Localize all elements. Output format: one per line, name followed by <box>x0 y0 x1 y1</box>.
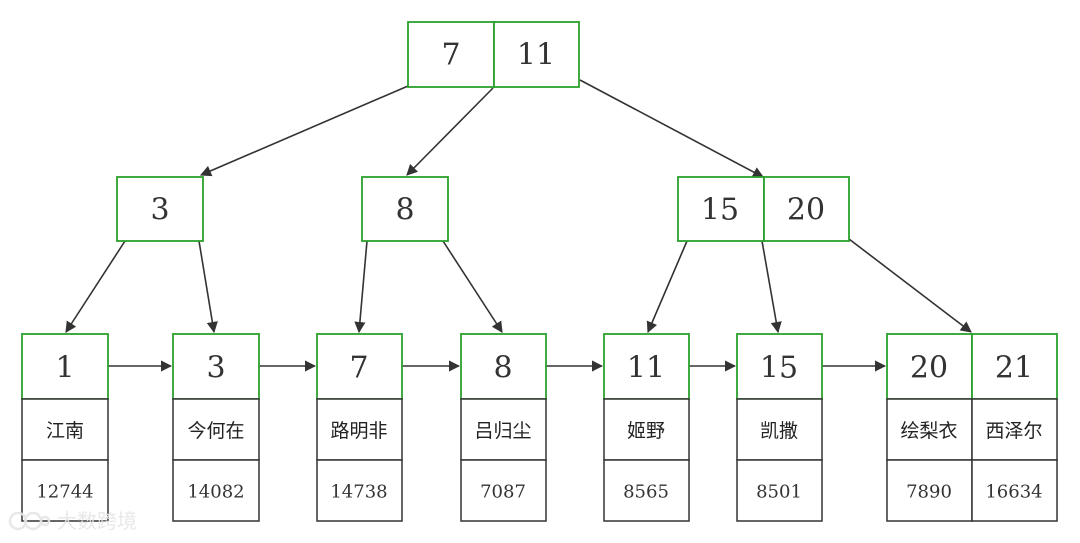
leaf-value-label: 16634 <box>985 482 1042 503</box>
watermark: 大数跨境 <box>8 509 137 533</box>
leaf-key-cell <box>316 333 403 400</box>
leaf-name-label: 路明非 <box>330 420 387 442</box>
leaf-value-cell <box>172 459 260 522</box>
internal-node-8: 8 <box>361 176 449 242</box>
leaf-value-cell <box>460 459 547 522</box>
watermark-label: 大数跨境 <box>57 509 137 533</box>
leaf-name-label: 江南 <box>46 420 84 442</box>
leaf-key-label: 21 <box>995 351 1033 386</box>
edge-internal-8-to-leaf-8 <box>442 240 503 333</box>
leaf-value-cell <box>603 459 690 522</box>
edge-internal-20-to-leaf-20-21 <box>848 238 972 333</box>
leaf-key-cell <box>460 333 547 400</box>
leaf-value-cell <box>971 459 1058 522</box>
leaf-key-label: 7 <box>349 351 368 386</box>
leaf-node: 1 江南 12744 <box>21 333 109 522</box>
root-key-label: 11 <box>517 38 555 73</box>
internal-node-15-20: 15 20 <box>677 176 850 242</box>
internal-key-cell <box>763 176 850 242</box>
edge-root-to-internal-8 <box>406 87 494 176</box>
edge-internal-8-to-leaf-7 <box>354 240 368 334</box>
edge-root-to-internal-3 <box>199 85 409 177</box>
internal-key-cell <box>116 176 204 242</box>
leaf-name-label: 西泽尔 <box>985 420 1042 442</box>
leaf-name-cell <box>736 398 823 461</box>
watermark-logo-icon <box>8 511 51 531</box>
leaf-node: 3 今何在 14082 <box>172 333 260 522</box>
leaf-value-label: 8501 <box>756 482 802 503</box>
leaf-name-label: 凯撒 <box>760 420 798 442</box>
edge-internal-15-to-leaf-15 <box>761 240 782 334</box>
leaf-key-label: 20 <box>910 351 948 386</box>
leaf-node: 11 姬野 8565 <box>603 333 690 522</box>
leaf-node: 15 凯撒 8501 <box>736 333 823 522</box>
tree-edges <box>65 79 972 334</box>
leaf-key-label: 11 <box>627 351 665 386</box>
leaf-name-cell <box>971 398 1058 461</box>
leaf-node: 8 吕归尘 7087 <box>460 333 547 522</box>
leaf-name-cell <box>886 398 973 461</box>
leaf-key-cell <box>21 333 109 400</box>
edge-internal-15-to-leaf-11 <box>646 240 688 334</box>
leaf-value-cell <box>736 459 823 522</box>
leaf-value-cell <box>21 459 109 522</box>
leaf-key-cell <box>603 333 690 400</box>
root-key-cell <box>493 21 580 88</box>
leaf-value-label: 8565 <box>623 482 669 503</box>
leaf-name-cell <box>460 398 547 461</box>
leaf-value-label: 7087 <box>480 482 526 503</box>
internal-key-cell <box>361 176 449 242</box>
leaf-name-label: 姬野 <box>627 420 665 442</box>
leaf-key-cell <box>736 333 823 400</box>
root-node: 7 11 <box>407 21 580 88</box>
leaf-key-label: 1 <box>55 351 74 386</box>
leaf-key-cell <box>971 333 1058 400</box>
internal-key-label: 20 <box>787 193 825 228</box>
leaf-name-cell <box>603 398 690 461</box>
leaf-name-cell <box>316 398 403 461</box>
internal-node-3: 3 <box>116 176 204 242</box>
edge-internal-3-to-leaf-1 <box>65 240 126 333</box>
internal-key-label: 8 <box>395 193 414 228</box>
leaf-name-cell <box>172 398 260 461</box>
leaf-key-label: 8 <box>493 351 512 386</box>
leaf-value-label: 7890 <box>906 482 952 503</box>
leaf-value-label: 12744 <box>36 482 93 503</box>
leaf-value-label: 14738 <box>330 482 387 503</box>
root-key-label: 7 <box>441 38 460 73</box>
edge-root-to-internal-15-20 <box>579 79 764 178</box>
internal-key-cell <box>677 176 765 242</box>
leaf-value-cell <box>316 459 403 522</box>
edge-internal-3-to-leaf-3 <box>198 240 218 334</box>
internal-key-label: 15 <box>701 193 739 228</box>
leaf-key-cell <box>172 333 260 400</box>
leaf-name-label: 今何在 <box>187 420 244 442</box>
leaf-node: 20 21 绘梨衣 西泽尔 7890 16634 <box>886 333 1058 522</box>
leaf-name-label: 绘梨衣 <box>900 420 957 442</box>
leaf-value-label: 14082 <box>187 482 244 503</box>
leaf-key-label: 15 <box>760 351 798 386</box>
internal-key-label: 3 <box>150 193 169 228</box>
root-key-cell <box>407 21 495 88</box>
leaf-node: 7 路明非 14738 <box>316 333 403 522</box>
leaf-name-label: 吕归尘 <box>474 420 531 442</box>
leaf-key-label: 3 <box>206 351 225 386</box>
